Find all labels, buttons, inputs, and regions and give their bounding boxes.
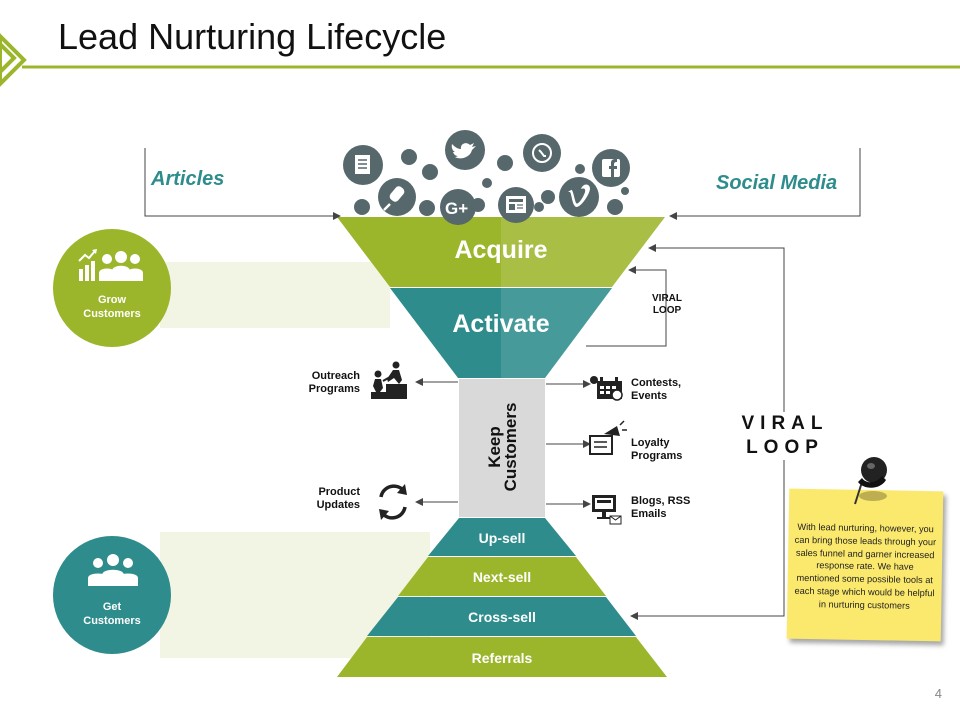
blogs-arrowhead (583, 500, 591, 508)
sticky-note-text: With lead nurturing, however, you can br… (794, 521, 937, 611)
outreach-arrowhead (415, 378, 423, 386)
contests-line2: Events (631, 390, 668, 402)
document-icon (343, 145, 383, 185)
loyalty-line1: Loyalty (631, 437, 670, 449)
facebook-icon (592, 149, 630, 187)
bubble-cluster (354, 149, 629, 216)
keep-customers-text: Keep Customers (485, 402, 520, 492)
viral-big-line2: LOOP (746, 437, 824, 458)
viral-loop-small-arrowhead (628, 266, 636, 274)
pushpin-icon (854, 457, 887, 505)
blogs-rss-emails-label: Blogs, RSS Emails (631, 495, 690, 521)
whatsapp-icon (523, 134, 561, 172)
articles-arrowhead (333, 212, 341, 220)
climbing-people-icon (371, 361, 407, 399)
upsell-stage (428, 518, 576, 556)
viral-big-line1: VIRAL (741, 413, 829, 434)
news-icon (498, 187, 534, 223)
social-media-label: Social Media (716, 172, 838, 194)
articles-connector (144, 148, 333, 217)
group-people-icon (88, 554, 138, 586)
keep-customers-box (459, 379, 545, 517)
get-customers-text: Get Customers (53, 600, 171, 628)
product-line2: Updates (316, 499, 360, 511)
chevron-outer-icon (0, 33, 27, 87)
activate-stage (390, 288, 612, 378)
growth-people-icon (78, 249, 143, 281)
product-updates-arrowhead (415, 498, 423, 506)
svg-text:G+: G+ (445, 199, 468, 218)
megaphone-icon (589, 420, 627, 455)
nextsell-label: Next-sell (472, 569, 532, 585)
product-line1: Product (318, 486, 360, 498)
social-connector (675, 148, 861, 217)
loyalty-programs-label: Loyalty Programs (631, 437, 682, 463)
acquire-stage (337, 217, 665, 287)
refresh-cycle-icon (379, 484, 407, 520)
viral-small-line2: LOOP (652, 305, 682, 316)
viral-loop-big-label: VIRAL LOOP (730, 412, 840, 460)
viral-loop-big-arrowhead-top (648, 244, 656, 252)
get-line1: Get (102, 601, 122, 613)
computer-email-icon (592, 495, 622, 525)
referrals-stage (337, 637, 667, 677)
microphone-icon (378, 178, 416, 216)
outreach-line1: Outreach (311, 370, 360, 382)
viral-loop-big-arrowhead-bottom (630, 612, 638, 620)
referrals-label: Referrals (471, 650, 533, 666)
loyalty-line2: Programs (631, 450, 683, 462)
outreach-line2: Programs (308, 383, 360, 395)
get-line2: Customers (83, 615, 141, 627)
activate-label: Activate (452, 310, 550, 338)
vimeo-icon (559, 177, 599, 217)
outreach-programs-label: Outreach Programs (298, 370, 360, 396)
acquire-highlight (501, 217, 665, 287)
acquire-label: Acquire (454, 236, 548, 264)
viral-loop-small-connector (586, 269, 667, 347)
google-plus-icon: G+ (440, 189, 476, 225)
page-number: 4 (934, 686, 942, 701)
chevron-icon (0, 41, 17, 75)
product-updates-label: Product Updates (298, 486, 360, 512)
blogs-line1: Blogs, RSS (631, 495, 691, 507)
header-decoration (0, 33, 960, 87)
viral-small-line1: VIRAL (652, 293, 682, 304)
contests-arrowhead (583, 380, 591, 388)
loyalty-arrowhead (583, 440, 591, 448)
articles-label: Articles (151, 168, 225, 190)
activate-highlight (501, 288, 612, 378)
grow-customers-circle: Grow Customers (53, 229, 171, 347)
grow-line2: Customers (83, 308, 141, 320)
contests-events-label: Contests, Events (631, 377, 681, 403)
grow-customers-text: Grow Customers (53, 293, 171, 321)
nextsell-stage (398, 557, 606, 596)
crosssell-label: Cross-sell (468, 609, 536, 625)
grow-line1: Grow (97, 294, 127, 306)
upsell-label: Up-sell (478, 530, 526, 546)
blogs-line2: Emails (631, 508, 667, 520)
social-arrowhead (669, 212, 677, 220)
twitter-icon (445, 130, 485, 170)
crosssell-stage (367, 597, 636, 636)
grow-band (160, 262, 390, 328)
get-customers-circle: Get Customers (53, 536, 171, 654)
keep-customers-label: Keep Customers (485, 388, 520, 506)
calendar-events-icon (590, 376, 623, 401)
contests-line1: Contests, (631, 377, 682, 389)
viral-loop-small-label: VIRAL LOOP (640, 293, 694, 317)
slide-title: Lead Nurturing Lifecycle (58, 16, 447, 57)
